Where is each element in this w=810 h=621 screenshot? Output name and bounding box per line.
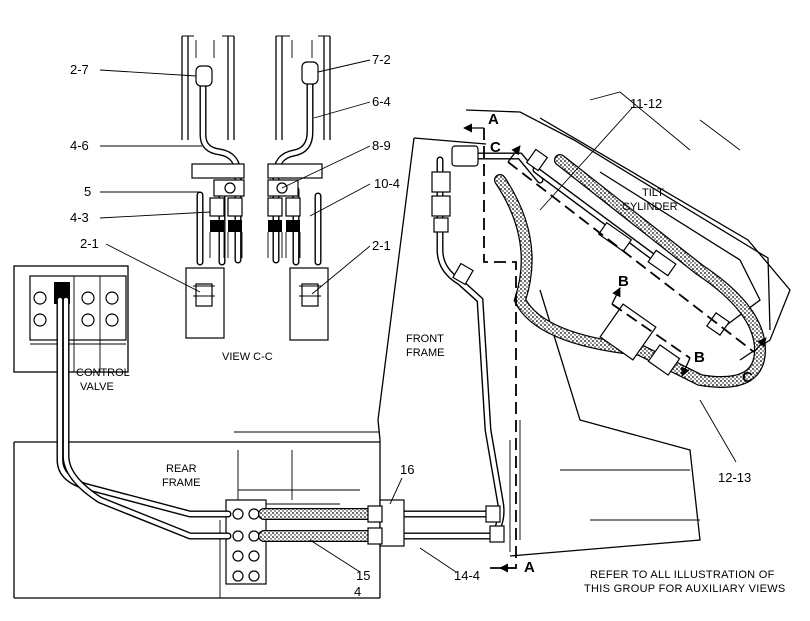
caption-control-valve-line1: CONTROL: [76, 367, 130, 379]
label-11-12: 11-12: [630, 96, 662, 111]
caption-tilt-line2: CYLINDER: [622, 201, 678, 213]
section-a-bottom: A: [524, 559, 535, 576]
caption-control-valve-line2: VALVE: [80, 381, 114, 393]
label-5: 5: [84, 184, 91, 199]
label-12-13: 12-13: [718, 470, 751, 485]
supply-tubes: [56, 296, 232, 540]
caption-front-frame-line1: FRONT: [406, 333, 444, 345]
tilt-cylinder: [494, 91, 791, 388]
label-4: 4: [354, 584, 361, 599]
front-frame: [377, 109, 771, 557]
label-8-9: 8-9: [372, 138, 391, 153]
label-14-4: 14-4: [454, 568, 480, 583]
front-hoses: [367, 145, 544, 547]
label-15: 15: [356, 568, 370, 583]
caption-tilt-line1: TILT: [642, 187, 664, 199]
note-line2: THIS GROUP FOR AUXILIARY VIEWS: [584, 583, 786, 595]
label-4-3: 4-3: [70, 210, 89, 225]
section-lines: [463, 123, 767, 573]
section-b-right: B: [694, 349, 705, 366]
label-4-6: 4-6: [70, 138, 89, 153]
caption-front-frame-line2: FRAME: [406, 347, 445, 359]
section-b-left: B: [618, 273, 629, 290]
label-16: 16: [400, 462, 414, 477]
leader-lines: [99, 59, 737, 573]
label-2-7: 2-7: [70, 62, 89, 77]
label-10-4: 10-4: [374, 176, 400, 191]
part-labels: 2-7 4-6 5 4-3 2-1 7-2 6-4 8-9 10-4 2-1 1…: [70, 52, 751, 599]
label-6-4: 6-4: [372, 94, 391, 109]
section-c-left: C: [490, 139, 501, 156]
reference-note: REFER TO ALL ILLUSTRATION OF THIS GROUP …: [584, 569, 786, 595]
captions: VIEW C-C CONTROL VALVE REAR FRAME FRONT …: [76, 187, 678, 489]
control-valve: [13, 265, 129, 373]
label-7-2: 7-2: [372, 52, 391, 67]
rear-frame: [13, 431, 386, 599]
view-c-c-detail: [181, 35, 331, 341]
label-2-1-left: 2-1: [80, 236, 99, 251]
section-markers: A A B B C C: [488, 111, 753, 576]
caption-rear-frame-line2: FRAME: [162, 477, 201, 489]
section-a-top: A: [488, 111, 499, 128]
section-c-right: C: [742, 369, 753, 386]
caption-view-c-c: VIEW C-C: [222, 351, 273, 363]
label-2-1-right: 2-1: [372, 238, 391, 253]
note-line1: REFER TO ALL ILLUSTRATION OF: [590, 569, 775, 581]
caption-rear-frame-line1: REAR: [166, 463, 197, 475]
